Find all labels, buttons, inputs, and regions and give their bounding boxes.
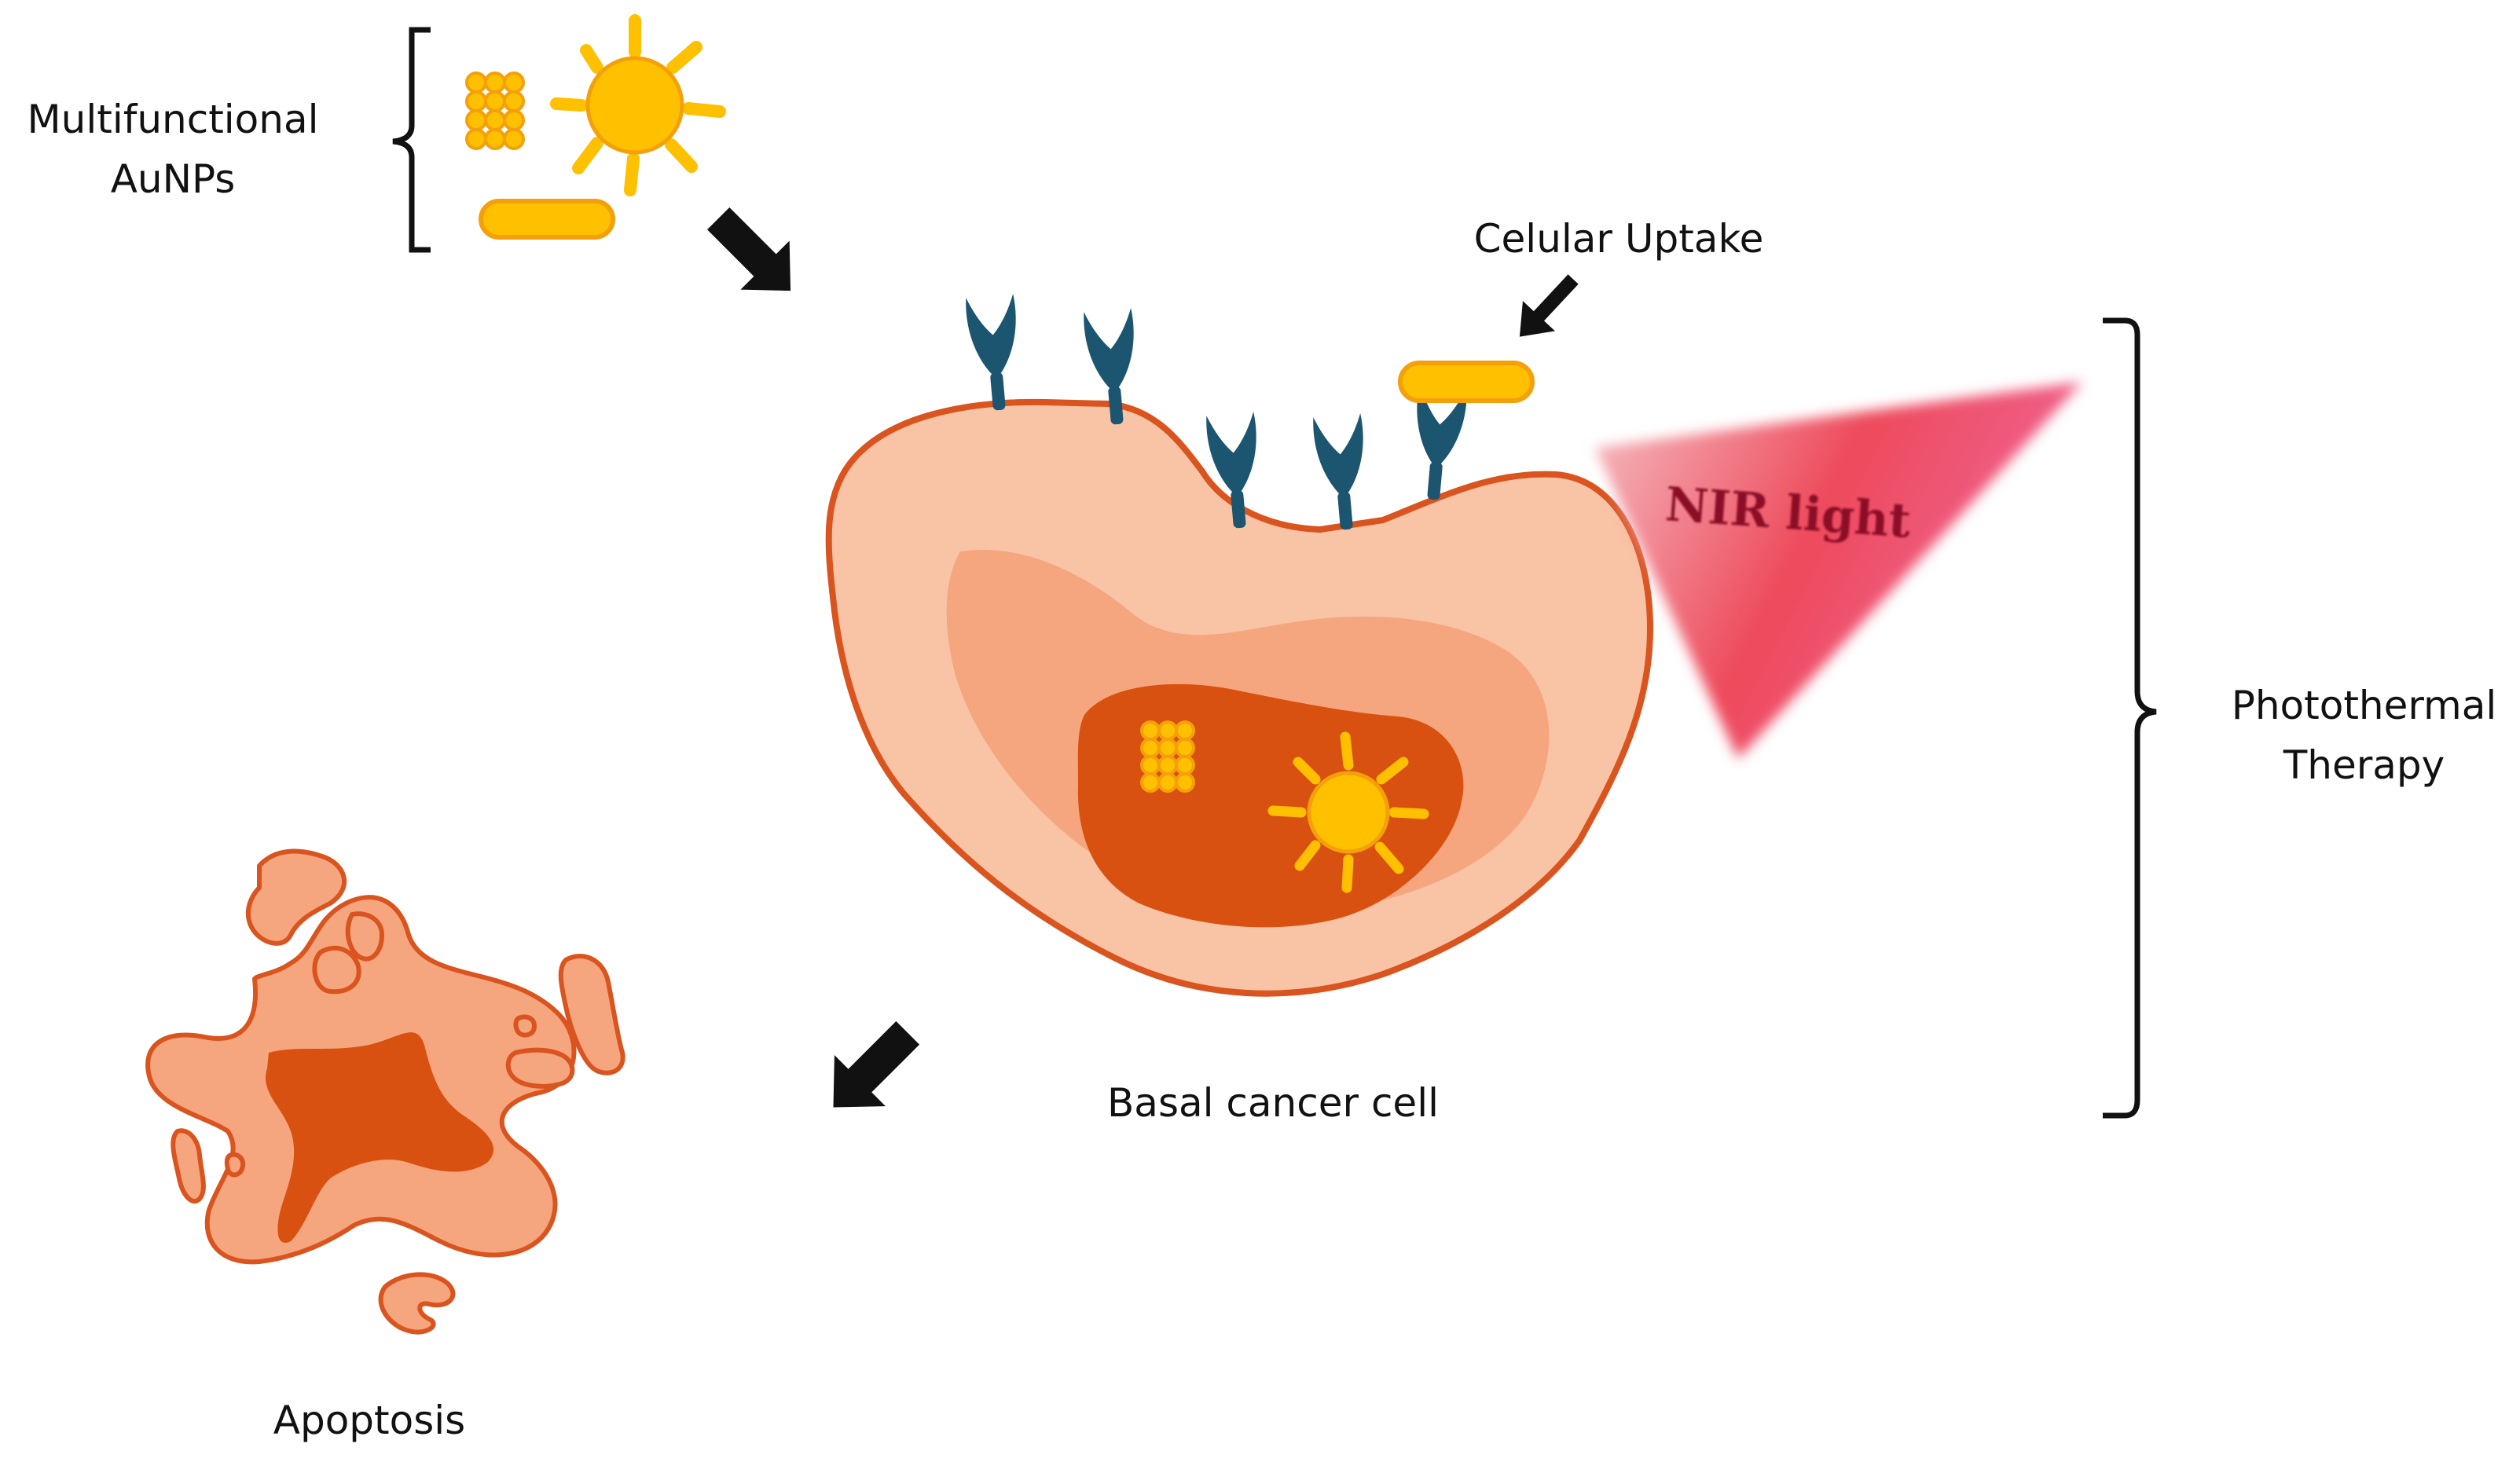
arrow-to-cell-icon [707, 207, 791, 291]
receptors [966, 293, 1467, 530]
nanocluster-in-nucleus-icon [1140, 720, 1195, 793]
receptor-icon [1417, 383, 1467, 500]
photothermal-label-line2: Therapy [2283, 742, 2445, 788]
apoptosis-label: Apoptosis [273, 1398, 466, 1443]
apoptotic-nucleus [265, 1032, 494, 1243]
photothermal-label-line1: Photothermal [2231, 683, 2497, 728]
aunps-label-line1: Multifunctional [27, 97, 319, 142]
arrow-to-apoptosis-icon [833, 1020, 920, 1108]
cell-label: Basal cancer cell [1107, 1080, 1439, 1126]
photothermal-bracket [2103, 317, 2157, 1119]
nanorod-icon [479, 199, 615, 240]
receptor-icon [1313, 412, 1363, 530]
nir-light-beam [1595, 382, 2082, 759]
aunps-label: Multifunctional AuNPs [0, 90, 346, 209]
aunps-label-line2: AuNPs [110, 156, 236, 202]
cancer-cell [825, 398, 1653, 997]
nanocluster-icon [465, 71, 525, 150]
photothermal-label: Photothermal Therapy [2208, 676, 2520, 795]
nanostar-icon [550, 14, 726, 196]
receptor-icon [1084, 307, 1134, 425]
apoptotic-cell [145, 848, 625, 1335]
nanostar-in-nucleus-icon [1267, 731, 1429, 893]
aunps-bracket [392, 27, 431, 253]
receptor-icon [1206, 411, 1256, 529]
receptor-icon [966, 293, 1016, 411]
uptake-label: Celular Uptake [1473, 216, 1764, 262]
arrow-uptake-icon [1519, 274, 1579, 337]
nanorod-uptake-icon [1398, 361, 1535, 403]
